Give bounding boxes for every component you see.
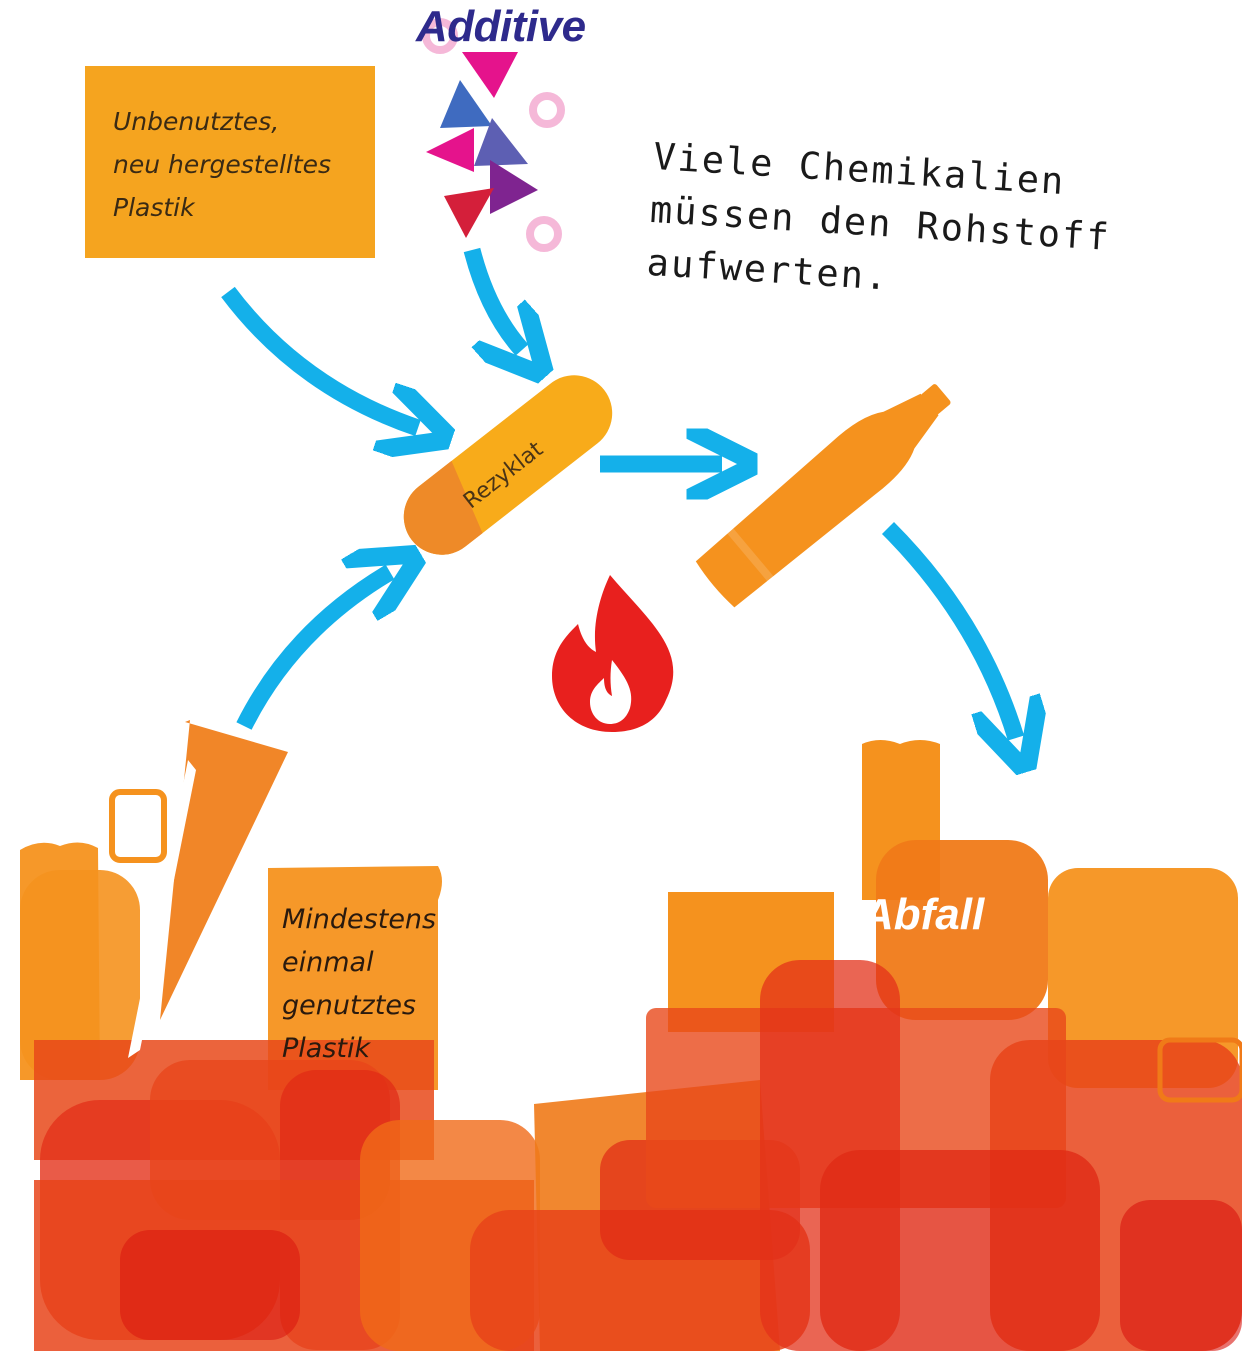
flow-arrows	[221, 247, 1016, 738]
triangle-icon	[474, 118, 528, 166]
virgin-plastic-line-1: Unbenutztes,	[113, 107, 280, 136]
used-plastic-label: Mindestens einmal genutztes Plastik	[282, 898, 436, 1070]
ring-icon	[422, 18, 458, 54]
virgin-plastic-box: Unbenutztes, neu hergestelltes Plastik	[85, 66, 375, 258]
virgin-plastic-line-3: Plastik	[113, 193, 195, 222]
flame-icon	[552, 575, 674, 732]
used-plastic-line-3: genutztes	[282, 990, 416, 1021]
triangle-icon	[444, 188, 494, 238]
triangle-icon	[462, 52, 518, 98]
arrow-used-to-pellet	[236, 572, 390, 730]
pellet-icon: Rezyklat	[403, 375, 613, 555]
handwritten-note: Viele Chemikalien müssen den Rohstoff au…	[643, 130, 1134, 359]
used-plastic-line-4: Plastik	[282, 1033, 371, 1064]
arrow-virgin-to-pellet	[221, 286, 418, 428]
triangle-icon	[490, 160, 538, 214]
used-plastic-line-2: einmal	[282, 947, 374, 978]
arrow-bottle-to-waste	[881, 521, 1016, 738]
triangle-icon	[440, 80, 492, 128]
right-waste-pile	[646, 740, 1242, 1351]
additive-particles	[422, 18, 565, 252]
waste-label: Abfall	[862, 890, 985, 939]
center-waste-pile	[470, 1080, 810, 1351]
bottle-icon	[695, 384, 951, 608]
triangle-icon	[426, 128, 474, 172]
additive-title: Additive	[416, 2, 586, 51]
virgin-plastic-line-2: neu hergestelltes	[113, 150, 332, 179]
used-plastic-line-1: Mindestens	[282, 904, 437, 935]
arrow-additive-to-pellet	[463, 247, 522, 350]
ring-icon	[526, 216, 562, 252]
ring-icon	[529, 92, 565, 128]
left-waste-pile	[20, 720, 540, 1351]
